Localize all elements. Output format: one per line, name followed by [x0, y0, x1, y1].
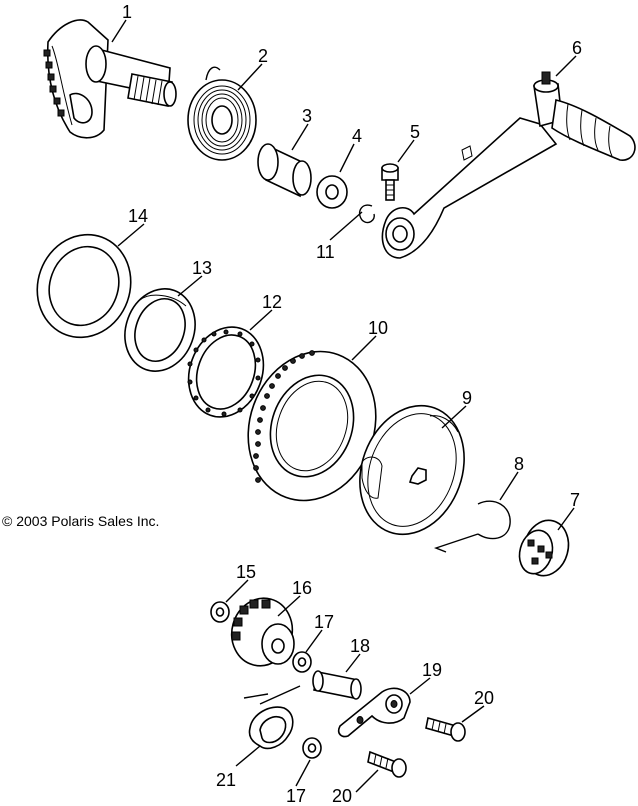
callout-18: 18 [350, 636, 370, 656]
part-9-ratchet-plate [359, 404, 465, 536]
part-20-screw-upper [425, 716, 466, 742]
callout-1: 1 [122, 2, 132, 22]
callout-17-upper: 17 [314, 612, 334, 632]
part-3-bushing [257, 143, 312, 198]
leader-lines [111, 19, 577, 793]
callout-19: 19 [422, 660, 442, 680]
copyright-text: © 2003 Polaris Sales Inc. [2, 513, 159, 529]
callout-15: 15 [236, 562, 256, 582]
part-20-screw-lower [367, 750, 407, 778]
callout-6: 6 [572, 38, 582, 58]
part-12-needle-bearing [187, 326, 265, 418]
callout-14: 14 [128, 206, 148, 226]
callout-12: 12 [262, 292, 282, 312]
part-5-bolt [381, 163, 399, 201]
callout-8: 8 [514, 454, 524, 474]
part-18-pin [312, 670, 362, 700]
callout-17-lower: 17 [286, 786, 306, 806]
part-7-gear [518, 519, 570, 577]
part-19-ratchet-arm [337, 687, 411, 738]
part-17-washer-lower [302, 737, 322, 759]
part-15-washer [210, 601, 230, 623]
part-10-driven-gear [247, 350, 377, 502]
callout-10: 10 [368, 318, 388, 338]
part-4-washer [316, 175, 348, 209]
part-11-circlip [358, 204, 375, 224]
part-2-spring [187, 66, 257, 161]
callout-labels: 1 2 3 4 5 6 7 8 9 10 11 12 13 14 15 16 1… [122, 2, 582, 806]
callout-3: 3 [302, 106, 312, 126]
callout-5: 5 [410, 122, 420, 142]
callout-4: 4 [352, 126, 362, 146]
part-6-kick-lever [381, 71, 636, 259]
part-13-bearing-ring [124, 288, 196, 372]
part-1-kickstart-shaft [43, 19, 177, 139]
callout-21: 21 [216, 770, 236, 790]
callout-20-upper: 20 [474, 688, 494, 708]
callout-2: 2 [258, 46, 268, 66]
part-8-clip [433, 500, 511, 553]
callout-9: 9 [462, 388, 472, 408]
callout-11: 11 [316, 242, 335, 262]
part-17-washer-upper [292, 651, 312, 673]
part-21-plate [243, 685, 301, 750]
callout-13: 13 [192, 258, 212, 278]
part-14-ring [36, 233, 132, 339]
callout-16: 16 [292, 578, 312, 598]
callout-7: 7 [570, 490, 580, 510]
part-16-idler-gear [230, 597, 295, 667]
callout-20-lower: 20 [332, 786, 352, 806]
